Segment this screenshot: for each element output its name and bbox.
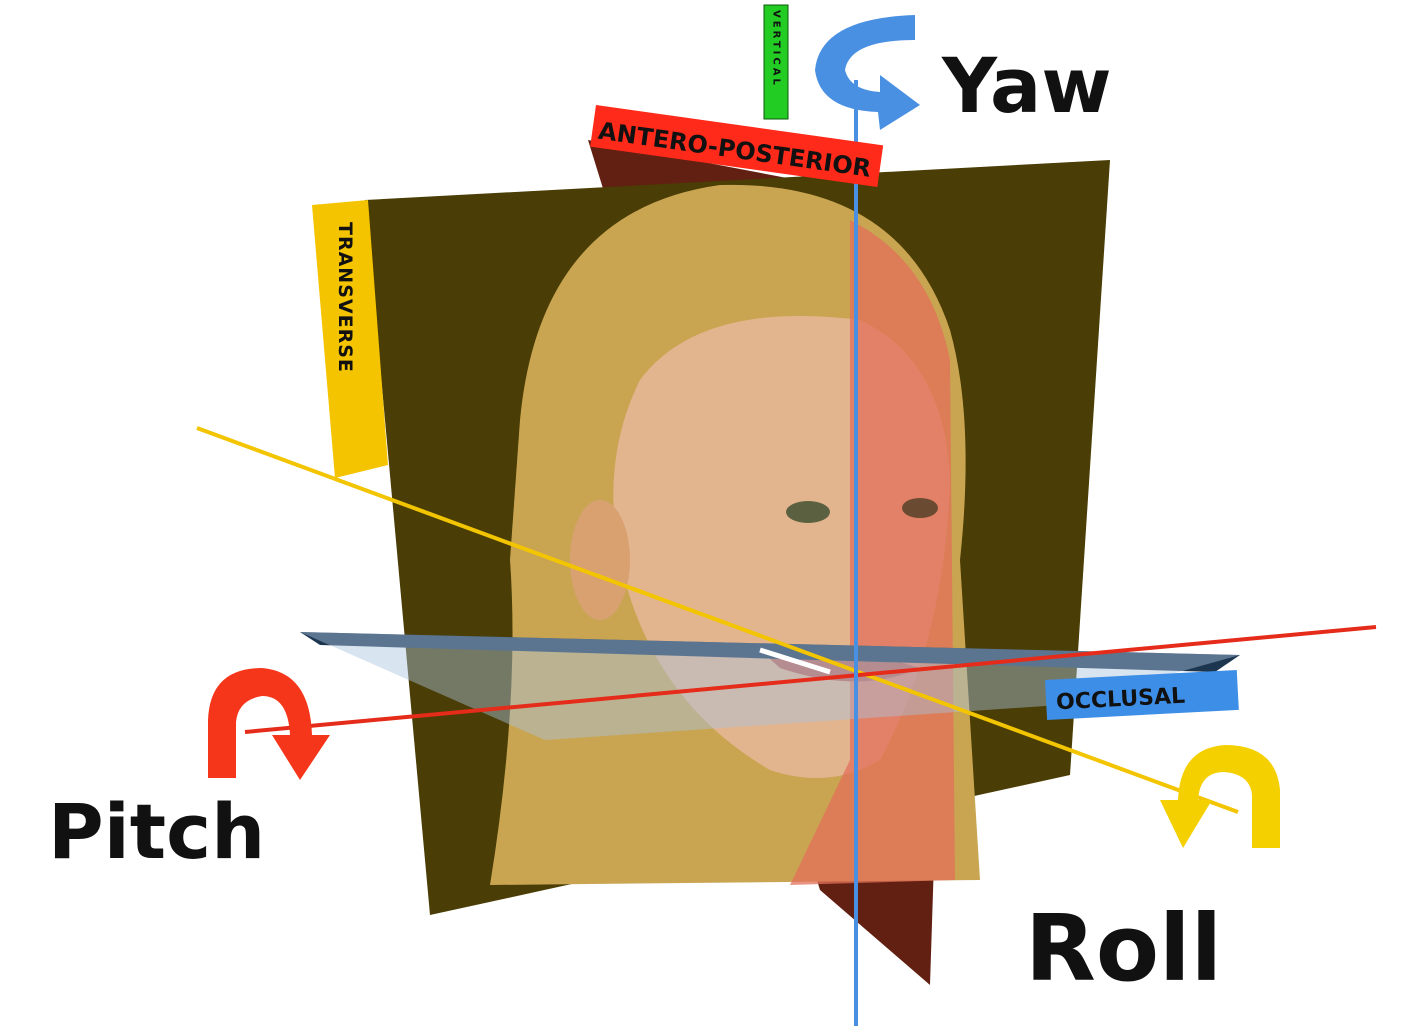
roll-label: Roll (1025, 895, 1222, 1002)
roll-rotation-arrow-icon (1160, 745, 1280, 848)
pitch-axis (244, 625, 1377, 734)
vertical-label: VERTICAL (771, 10, 782, 88)
transverse-label: TRANSVERSE (334, 222, 356, 373)
pitch-rotation-arrow-icon (208, 668, 330, 780)
occlusal-tag: OCCLUSAL (1045, 669, 1239, 720)
pitch-label: Pitch (48, 787, 265, 876)
vertical-tag: VERTICAL (763, 4, 789, 120)
transverse-tag: TRANSVERSE (312, 200, 388, 478)
yaw-rotation-arrow-icon (815, 15, 920, 130)
roll-axis (196, 426, 1239, 814)
head-illustration (490, 184, 980, 885)
yaw-label: Yaw (941, 41, 1112, 130)
